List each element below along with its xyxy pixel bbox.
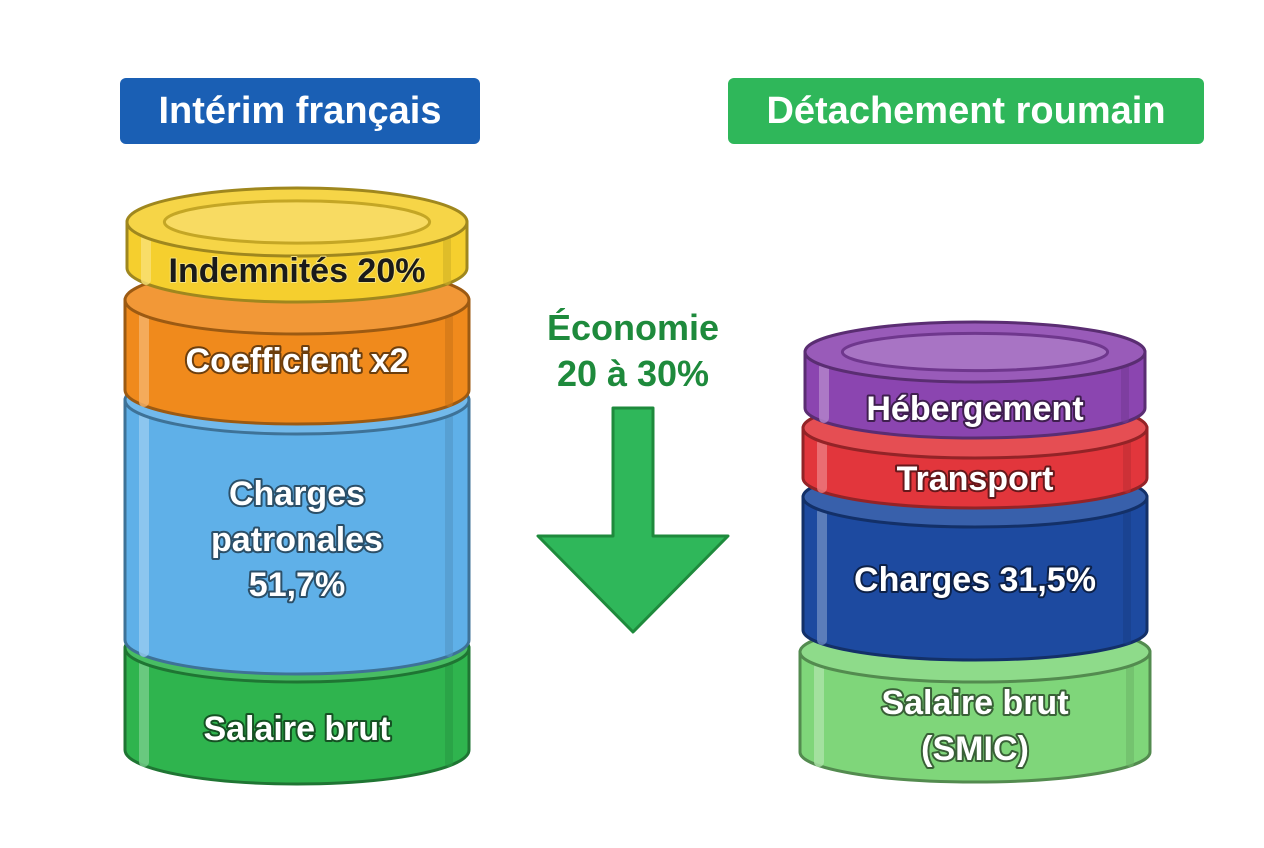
- down-arrow-icon: [536, 406, 730, 634]
- savings-label: Économie: [547, 307, 719, 348]
- segment-label: Salaire brut: [881, 684, 1068, 722]
- segment-highlight: [139, 658, 149, 767]
- segment-shadow: [443, 232, 451, 285]
- segment-label: Indemnités 20%: [169, 252, 426, 290]
- segment-top-rim: [840, 331, 1110, 373]
- segment-label: Transport: [897, 460, 1054, 498]
- segment-shadow: [445, 310, 453, 407]
- segment-highlight: [819, 362, 829, 423]
- segment-highlight: [814, 662, 824, 767]
- segment-label: Hébergement: [866, 390, 1083, 428]
- segment-highlight: [817, 438, 827, 493]
- segment-label: Coefficient x2: [186, 342, 409, 380]
- segment-indemnites: Indemnités 20%: [125, 186, 469, 304]
- segment-label: (SMIC): [921, 730, 1029, 768]
- segment-shadow: [445, 410, 453, 657]
- segment-highlight: [139, 310, 149, 407]
- stack-interim-francais: Salaire brut Charges patronales 51,7% Coeffi…: [123, 186, 471, 786]
- segment-label: Charges 31,5%: [854, 561, 1096, 599]
- segment-shadow: [1121, 362, 1129, 423]
- savings-range: 20 à 30%: [557, 353, 709, 394]
- stack-detachement-roumain: Salaire brut (SMIC) Charges 31,5% Transport…: [798, 320, 1152, 784]
- segment-shadow: [1123, 438, 1131, 493]
- title-detachement-roumain: Détachement roumain: [728, 78, 1204, 144]
- segment-shadow: [445, 658, 453, 767]
- segment-label: Salaire brut: [203, 710, 390, 748]
- segment-label: patronales: [211, 521, 383, 559]
- savings-indicator: Économie 20 à 30%: [536, 307, 730, 634]
- segment-top-rim: [162, 199, 432, 245]
- segment-highlight: [139, 410, 149, 657]
- segment-shadow: [1126, 662, 1134, 767]
- segment-highlight: [817, 507, 827, 645]
- segment-hebergement: Hébergement: [803, 320, 1147, 440]
- segment-label: 51,7%: [249, 566, 345, 604]
- segment-highlight: [141, 232, 151, 285]
- segment-label: Charges: [229, 475, 365, 513]
- title-interim-francais: Intérim français: [120, 78, 480, 144]
- segment-shadow: [1123, 507, 1131, 645]
